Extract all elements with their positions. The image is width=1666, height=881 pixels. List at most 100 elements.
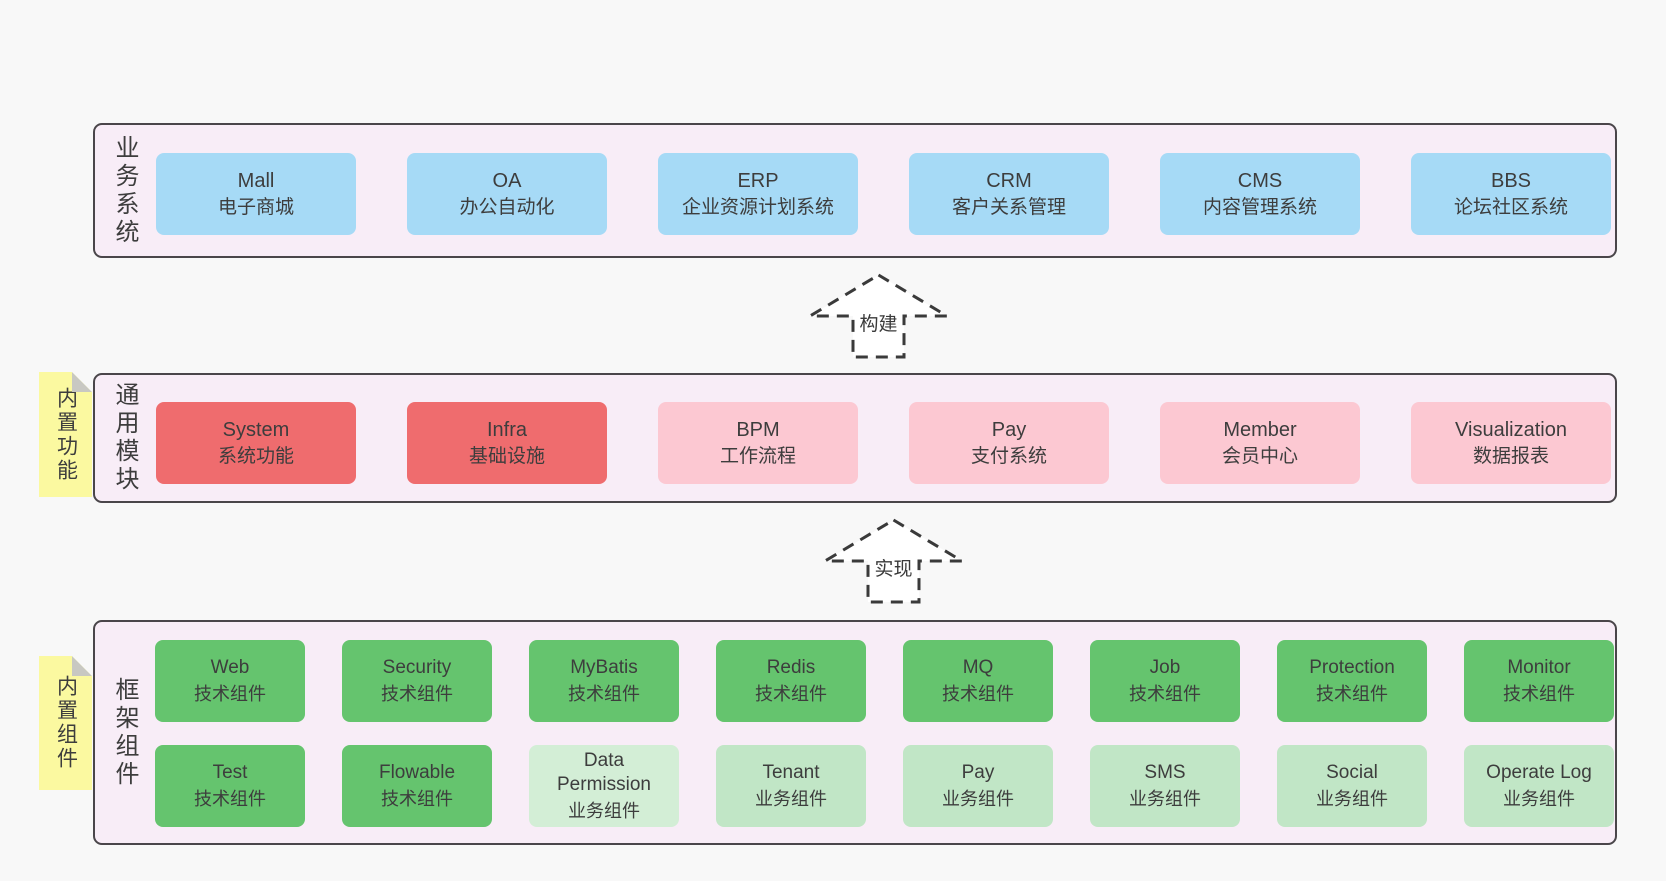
box-title: CRM <box>986 169 1032 192</box>
box-subtitle: 技术组件 <box>755 683 827 704</box>
box-subtitle: 业务组件 <box>1316 788 1388 809</box>
box-title: CMS <box>1237 169 1283 192</box>
box-title: Job <box>1149 656 1181 678</box>
box-title: Social <box>1326 761 1378 783</box>
box-title: Web <box>210 656 250 678</box>
sticky-note-builtin-features: 内置功能 <box>39 372 92 497</box>
box-sms: SMS 业务组件 <box>1090 745 1240 827</box>
box-title: SMS <box>1144 761 1186 783</box>
box-title: Mall <box>237 169 275 192</box>
box-visualization: Visualization 数据报表 <box>1411 402 1611 484</box>
up-arrow-icon: 实现 <box>822 518 965 604</box>
box-subtitle: 会员中心 <box>1221 445 1298 467</box>
folded-corner-icon <box>72 656 92 676</box>
box-subtitle: 系统功能 <box>217 445 294 467</box>
box-subtitle: 客户关系管理 <box>951 196 1066 218</box>
box-tenant: Tenant 业务组件 <box>716 745 866 827</box>
box-title: MQ <box>962 656 994 678</box>
box-title: Security <box>382 656 452 678</box>
box-title: Member <box>1223 418 1297 441</box>
box-title: Visualization <box>1455 418 1567 441</box>
box-system: System 系统功能 <box>156 402 356 484</box>
box-title: MyBatis <box>570 656 638 678</box>
box-subtitle: 技术组件 <box>381 683 453 704</box>
box-title: System <box>222 418 290 441</box>
box-redis: Redis 技术组件 <box>716 640 866 722</box>
arrow-label: 构建 <box>859 313 897 335</box>
framework-components-grid: Web 技术组件 Security 技术组件 MyBatis 技术组件 Redi… <box>155 640 1614 827</box>
sticky-label: 内置功能 <box>54 386 78 483</box>
box-subtitle: 技术组件 <box>568 683 640 704</box>
box-data-permission: Data Permission 业务组件 <box>529 745 679 827</box>
box-title: Infra <box>486 418 528 441</box>
box-subtitle: 内容管理系统 <box>1202 196 1317 218</box>
section-label-framework-components: 框架组件 <box>111 676 138 789</box>
box-subtitle: 数据报表 <box>1472 445 1549 467</box>
box-subtitle: 办公自动化 <box>459 196 555 218</box>
box-mq: MQ 技术组件 <box>903 640 1053 722</box>
business-systems-panel: 业务系统 Mall 电子商城 OA 办公自动化 ERP 企业资源计划系统 CRM… <box>93 123 1617 258</box>
box-title: Protection <box>1309 656 1395 678</box>
box-bpm: BPM 工作流程 <box>658 402 858 484</box>
box-social: Social 业务组件 <box>1277 745 1427 827</box>
box-subtitle: 基础设施 <box>468 445 545 467</box>
section-label-common-modules: 通用模块 <box>111 382 138 494</box>
box-subtitle: 技术组件 <box>1316 683 1388 704</box>
box-subtitle: 业务组件 <box>942 788 1014 809</box>
arrow-label: 实现 <box>874 558 912 580</box>
box-subtitle: 业务组件 <box>1129 788 1201 809</box>
box-subtitle: 业务组件 <box>568 800 640 821</box>
box-title: OA <box>492 169 522 192</box>
box-pay-component: Pay 业务组件 <box>903 745 1053 827</box>
box-web: Web 技术组件 <box>155 640 305 722</box>
common-modules-grid: System 系统功能 Infra 基础设施 BPM 工作流程 Pay 支付系统… <box>156 402 1611 484</box>
box-subtitle: 技术组件 <box>194 683 266 704</box>
box-erp: ERP 企业资源计划系统 <box>658 153 858 235</box>
box-title: Test <box>212 761 248 783</box>
box-title: Monitor <box>1507 656 1571 678</box>
box-subtitle: 论坛社区系统 <box>1453 196 1568 218</box>
box-title: Data Permission <box>557 749 651 796</box>
arrow-build: 构建 <box>807 272 950 360</box>
box-subtitle: 企业资源计划系统 <box>681 196 834 218</box>
box-title: Redis <box>766 656 816 678</box>
box-title: Operate Log <box>1486 761 1592 783</box>
box-security: Security 技术组件 <box>342 640 492 722</box>
box-crm: CRM 客户关系管理 <box>909 153 1109 235</box>
box-mybatis: MyBatis 技术组件 <box>529 640 679 722</box>
box-title: Flowable <box>378 761 456 783</box>
box-subtitle: 业务组件 <box>1503 788 1575 809</box>
box-subtitle: 业务组件 <box>755 788 827 809</box>
box-title: Pay <box>961 761 995 783</box>
box-protection: Protection 技术组件 <box>1277 640 1427 722</box>
box-job: Job 技术组件 <box>1090 640 1240 722</box>
box-pay-module: Pay 支付系统 <box>909 402 1109 484</box>
up-arrow-icon: 构建 <box>807 273 950 359</box>
section-label-business-systems: 业务系统 <box>111 134 138 247</box>
box-flowable: Flowable 技术组件 <box>342 745 492 827</box>
box-subtitle: 技术组件 <box>1129 683 1201 704</box>
box-oa: OA 办公自动化 <box>407 153 607 235</box>
box-subtitle: 技术组件 <box>194 788 266 809</box>
box-title: Pay <box>991 418 1027 441</box>
box-member: Member 会员中心 <box>1160 402 1360 484</box>
box-subtitle: 技术组件 <box>942 683 1014 704</box>
box-monitor: Monitor 技术组件 <box>1464 640 1614 722</box>
box-operate-log: Operate Log 业务组件 <box>1464 745 1614 827</box>
sticky-label: 内置组件 <box>54 675 78 771</box>
business-systems-grid: Mall 电子商城 OA 办公自动化 ERP 企业资源计划系统 CRM 客户关系… <box>156 153 1611 235</box>
common-modules-panel: 通用模块 System 系统功能 Infra 基础设施 BPM 工作流程 Pay… <box>93 373 1617 503</box>
box-subtitle: 工作流程 <box>719 445 796 467</box>
box-title: BPM <box>736 418 780 441</box>
box-infra: Infra 基础设施 <box>407 402 607 484</box>
box-title: Tenant <box>762 761 820 783</box>
box-title: BBS <box>1490 169 1532 192</box>
folded-corner-icon <box>72 372 92 392</box>
sticky-note-builtin-components: 内置组件 <box>39 656 92 790</box>
box-subtitle: 技术组件 <box>1503 683 1575 704</box>
framework-components-panel: 框架组件 Web 技术组件 Security 技术组件 MyBatis 技术组件… <box>93 620 1617 845</box>
box-mall: Mall 电子商城 <box>156 153 356 235</box>
box-cms: CMS 内容管理系统 <box>1160 153 1360 235</box>
box-subtitle: 支付系统 <box>970 445 1047 467</box>
box-bbs: BBS 论坛社区系统 <box>1411 153 1611 235</box>
